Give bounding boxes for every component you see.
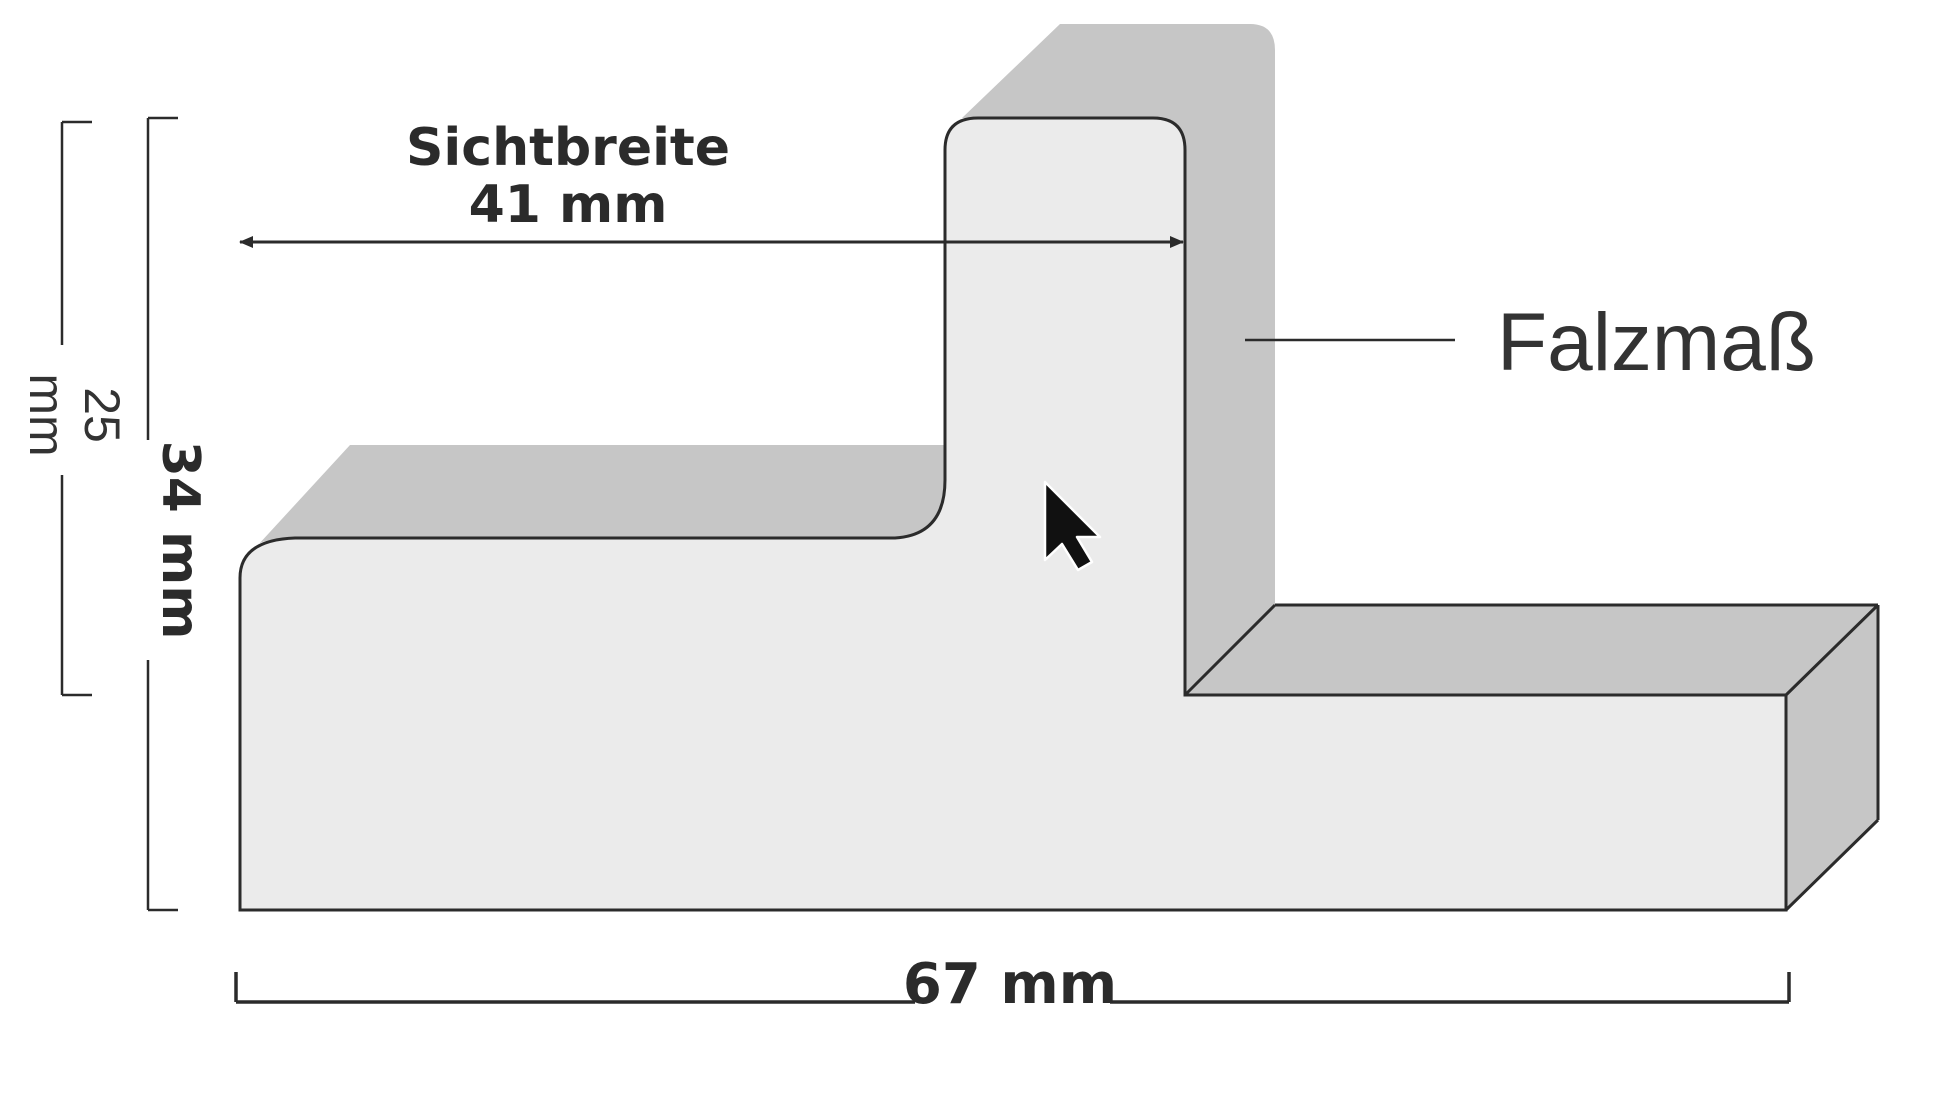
sichtbreite-value: 41 mm xyxy=(469,175,668,235)
height-partial-value: 25 xyxy=(74,387,130,443)
height-total-label: 34 mm xyxy=(150,441,210,640)
profile-depth-left-shoulder xyxy=(258,445,960,545)
width-total-bracket xyxy=(234,972,1791,1004)
width-total-label: 67 mm xyxy=(903,952,1117,1017)
profile-depth-right-step xyxy=(1185,605,1878,695)
profile-depth-top xyxy=(962,24,1275,695)
height-partial-unit: mm xyxy=(19,373,75,456)
mouse-pointer-icon xyxy=(1043,480,1102,572)
sichtbreite-title: Sichtbreite xyxy=(406,118,730,178)
profile-front-face xyxy=(238,116,1788,912)
profile-depth-right-end xyxy=(1786,605,1878,910)
falzmass-label: Falzmaß xyxy=(1497,297,1816,388)
profile-edges xyxy=(1183,603,1880,912)
profile-depth-surfaces xyxy=(258,24,1878,910)
